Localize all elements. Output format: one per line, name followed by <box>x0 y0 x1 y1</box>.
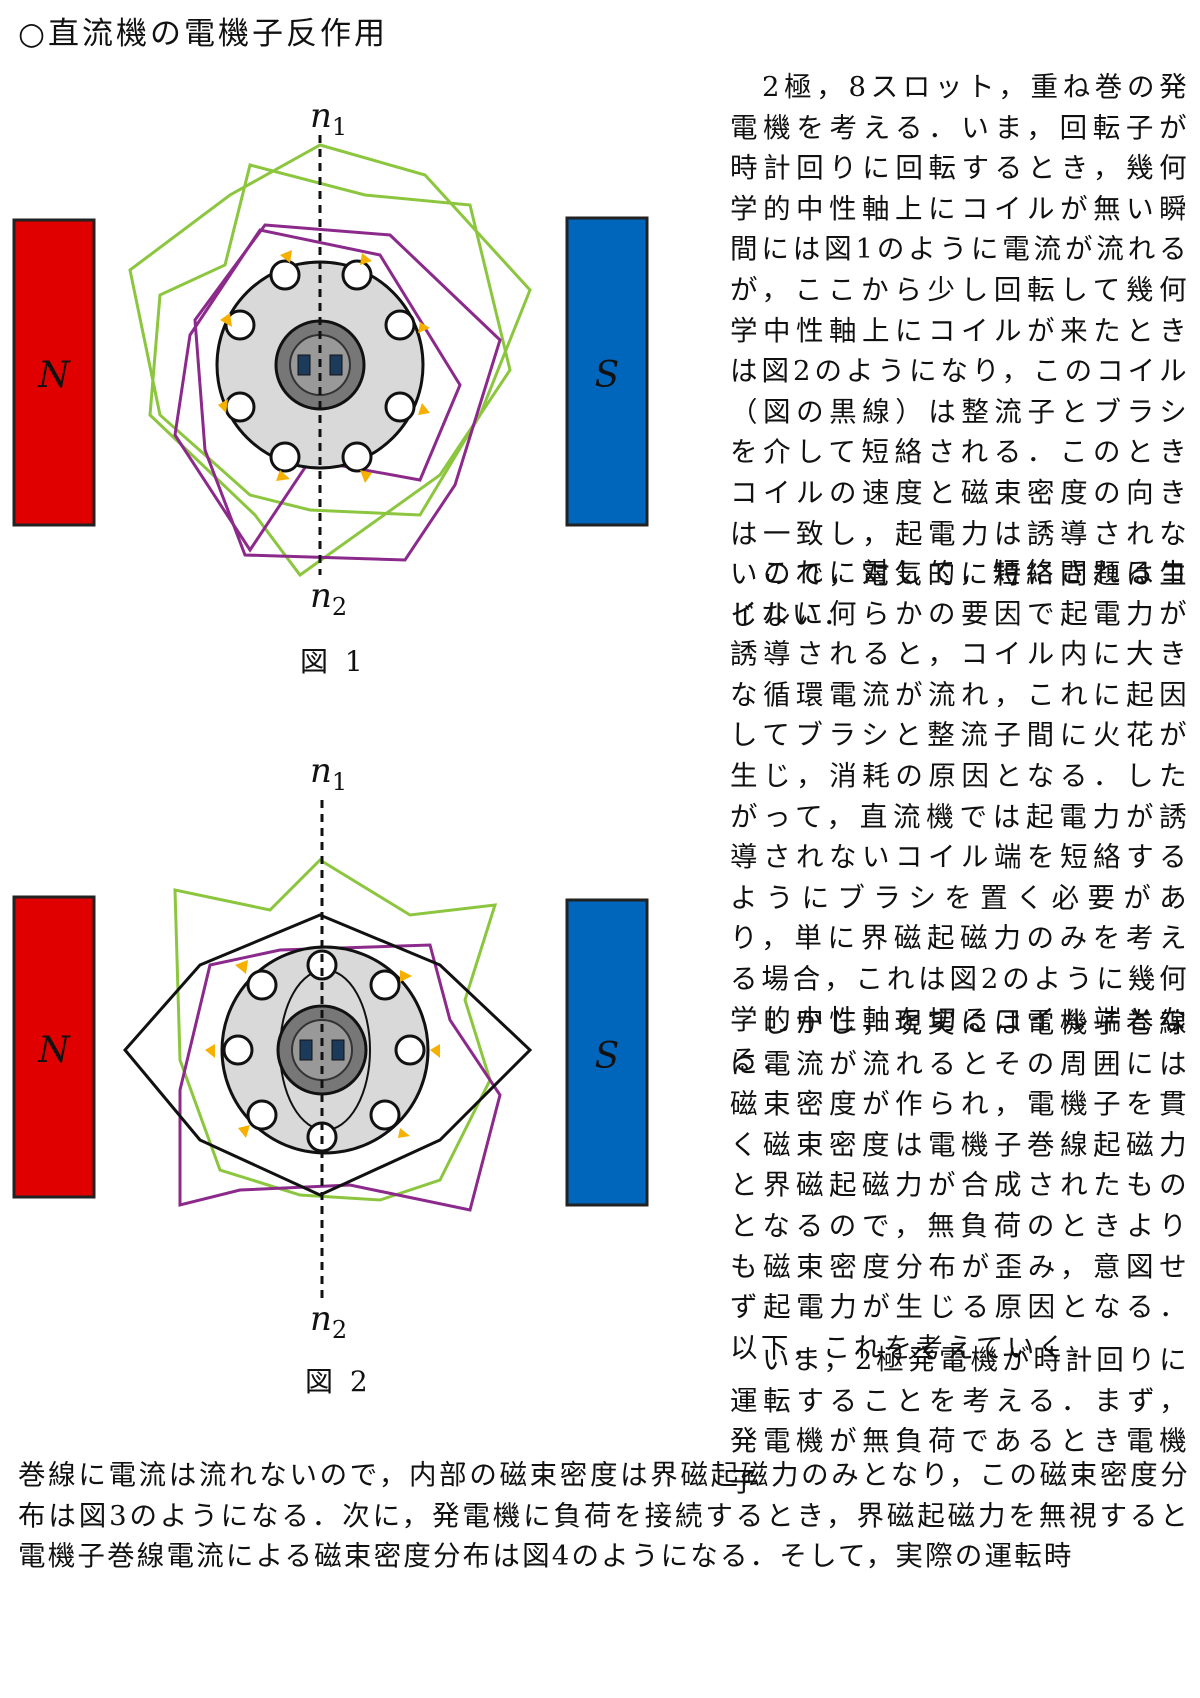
brush-left <box>297 354 311 376</box>
paragraph-1: 2極，8スロット，重ね巻の発電機を考える．いま，回転子が時計回りに回転するとき，… <box>730 71 1190 631</box>
axis-bottom-label: n2 <box>310 1299 347 1344</box>
armature-slots <box>222 949 426 1153</box>
axis-top-label: n1 <box>310 96 347 141</box>
figure-1-caption: 図 1 <box>300 645 367 678</box>
current-arrows <box>205 960 440 1138</box>
south-pole-label: S <box>595 1036 620 1077</box>
paragraph-2: これに対して，短絡されるコイルに何らかの要因で起電力が誘導されると，コイル内に大… <box>730 557 1190 1077</box>
south-pole-magnet <box>565 216 649 527</box>
north-pole-label: N <box>37 355 71 396</box>
paragraph-4: いま，2極発電機が時計回りに運転することを考える．まず，発電機が無負荷であるとき… <box>730 1344 1190 1498</box>
axis-top-label: n1 <box>310 760 347 796</box>
figure-2-caption: 図 2 <box>305 1365 372 1398</box>
paragraph-3: しかし，現実には電機子巻線に電流が流れるとその周囲には磁束密度が作られ，電機子を… <box>730 1007 1190 1364</box>
axis-bottom-label: n2 <box>310 576 347 621</box>
page-title: ○直流機の電機子反作用 <box>18 16 389 52</box>
figure-1: N S n1 n2 <box>12 96 649 621</box>
paragraph-4-continued: 巻線に電流は流れないので，内部の磁束密度は界磁起磁力のみとなり，この磁束密度分布… <box>18 1459 1190 1573</box>
current-arrows <box>218 250 430 483</box>
armature-slots <box>224 259 416 473</box>
brush-right <box>331 1039 345 1061</box>
north-pole-magnet <box>12 895 96 1199</box>
south-pole-label: S <box>595 355 620 396</box>
north-pole-label: N <box>37 1030 71 1071</box>
north-pole-magnet <box>12 218 96 527</box>
south-pole-magnet <box>565 898 649 1207</box>
figure-2: N S n1 n2 <box>12 760 649 1344</box>
brush-right <box>329 354 343 376</box>
brush-left <box>299 1039 313 1061</box>
shorted-coil-black <box>123 913 533 1197</box>
